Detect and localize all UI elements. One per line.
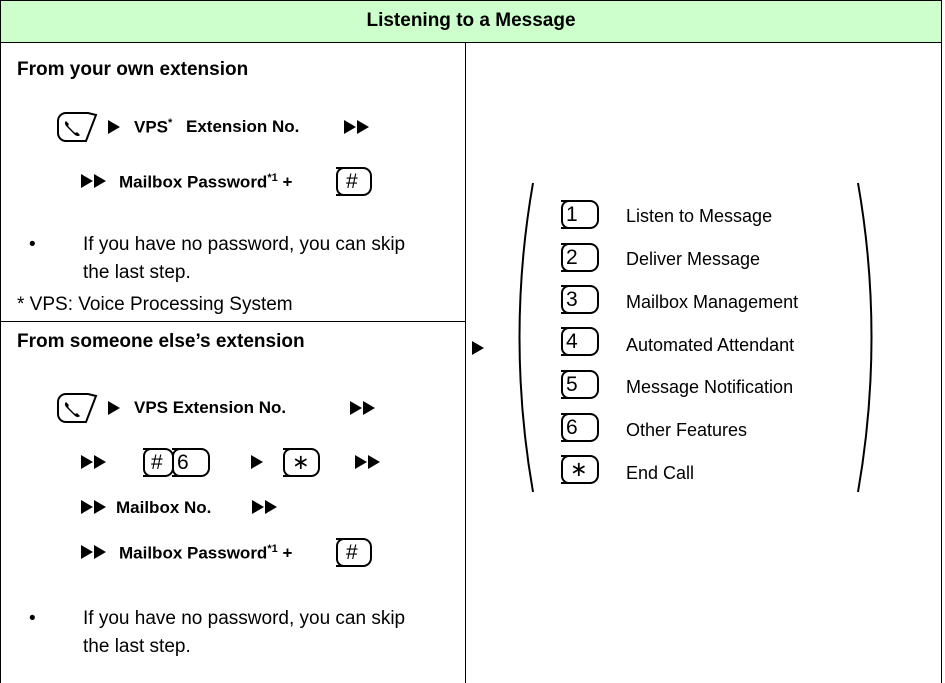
six-key: 6 [172, 448, 210, 477]
next-step-arrow-icon [108, 401, 120, 415]
next-step-arrow-icon [472, 341, 484, 355]
off-hook-handset-icon [57, 112, 98, 142]
note-bullet: • [29, 234, 36, 255]
menu-item-mailbox-management: Mailbox Management [626, 292, 799, 312]
key-3: 3 [561, 285, 599, 314]
menu-item-deliver: Deliver Message [626, 249, 761, 269]
continue-double-arrow-icon-2 [357, 120, 369, 134]
table-top-border [0, 0, 942, 1]
menu-item-message-notification: Message Notification [626, 377, 794, 397]
note-line-1: If you have no password, you can skip [83, 608, 406, 629]
note-line-2: the last step. [83, 636, 191, 657]
open-bracket-icon [518, 182, 534, 493]
close-bracket-icon [857, 182, 873, 493]
continue-double-arrow-icon [344, 120, 356, 134]
row-divider [0, 321, 466, 322]
key-6: 6 [561, 413, 599, 442]
menu-item-automated-attendant: Automated Attendant [626, 335, 795, 355]
hash-key: # [336, 538, 372, 567]
hash-key: # [143, 448, 174, 477]
continue-double-arrow-icon [350, 401, 362, 415]
vps-label: VPS* [134, 117, 173, 137]
extension-no-label: Extension No. [186, 117, 300, 136]
continue-double-arrow-icon-2 [363, 401, 375, 415]
menu-item-other-features: Other Features [626, 420, 748, 440]
page-title: Listening to a Message [366, 10, 576, 31]
key-star: ∗ [561, 455, 599, 484]
header-divider [0, 42, 942, 43]
continue-double-arrow-icon-2 [265, 500, 277, 514]
continue-double-arrow-icon-2 [368, 455, 380, 469]
next-step-arrow-icon [108, 120, 120, 134]
note-line-1: If you have no password, you can skip [83, 234, 406, 255]
continue-double-arrow-icon-2 [94, 455, 106, 469]
continue-double-arrow-icon [81, 545, 93, 559]
hash-key: # [336, 167, 372, 196]
table-left-border [0, 0, 1, 683]
continue-double-arrow-icon [81, 174, 93, 188]
note-bullet: • [29, 608, 36, 629]
off-hook-handset-icon [57, 393, 98, 423]
vps-footnote: * VPS: Voice Processing System [17, 294, 293, 315]
continue-double-arrow-icon [355, 455, 367, 469]
mailbox-password-label: Mailbox Password*1 + [119, 543, 293, 563]
star-key: ∗ [283, 448, 320, 477]
continue-double-arrow-icon [81, 455, 93, 469]
mailbox-password-label: Mailbox Password*1 + [119, 172, 293, 192]
own-extension-title: From your own extension [17, 59, 249, 80]
key-2: 2 [561, 243, 599, 272]
vps-extension-no-label: VPS Extension No. [134, 398, 287, 417]
menu-item-end-call: End Call [626, 463, 695, 483]
next-step-arrow-icon [251, 455, 263, 469]
table-right-border [941, 0, 942, 683]
continue-double-arrow-icon-2 [94, 500, 106, 514]
continue-double-arrow-icon-2 [94, 174, 106, 188]
column-divider [465, 42, 466, 683]
note-line-2: the last step. [83, 262, 191, 283]
key-1: 1 [561, 200, 599, 229]
header-bar [0, 0, 942, 42]
continue-double-arrow-icon [81, 500, 93, 514]
menu-item-listen: Listen to Message [626, 206, 773, 226]
mailbox-no-label: Mailbox No. [116, 498, 212, 517]
key-5: 5 [561, 370, 599, 399]
key-4: 4 [561, 327, 599, 356]
continue-double-arrow-icon-2 [94, 545, 106, 559]
someone-else-extension-title: From someone else’s extension [17, 331, 305, 352]
continue-double-arrow-icon [252, 500, 264, 514]
